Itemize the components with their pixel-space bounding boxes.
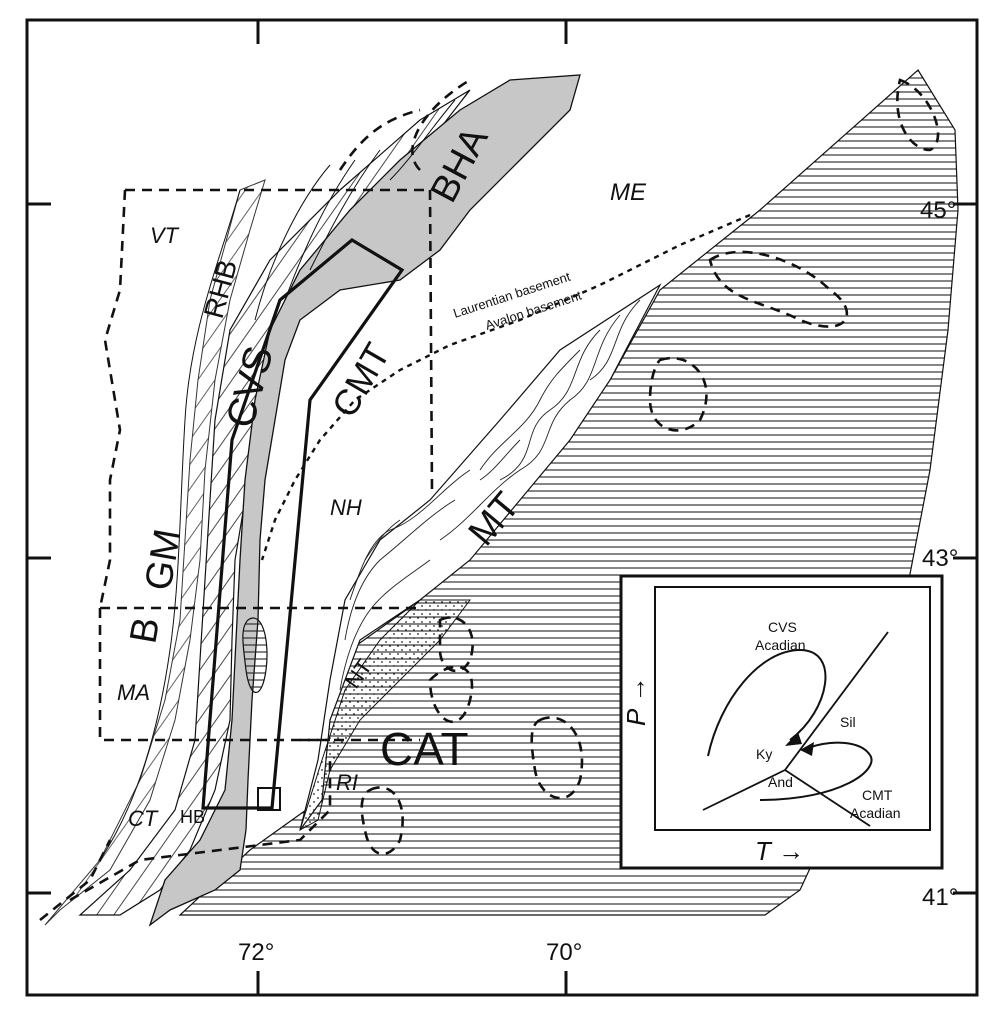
cvs-pt-path xyxy=(707,648,827,757)
small-study-box xyxy=(257,787,281,811)
inset-cvs-acadian: Acadian xyxy=(755,637,806,653)
inset-x-axis-label: T → xyxy=(755,836,804,866)
label-gm: GM xyxy=(138,526,190,594)
pluton-outlines xyxy=(360,78,940,856)
label-nh: NH xyxy=(330,495,362,520)
mt-contour-lines xyxy=(339,299,641,691)
label-b: B xyxy=(123,614,169,646)
lon-label-70: 70° xyxy=(546,939,582,966)
lat-label-45: 45° xyxy=(920,197,956,224)
label-cmt: CMT xyxy=(323,336,398,424)
label-ct: CT xyxy=(128,806,159,831)
inset-sil: Sil xyxy=(840,714,856,730)
label-me: ME xyxy=(610,179,647,206)
label-ma: MA xyxy=(117,680,150,705)
lat-label-43: 43° xyxy=(922,545,958,572)
label-vt: VT xyxy=(150,223,180,248)
inset-cvs-label: CVS xyxy=(768,619,797,635)
inset-and: And xyxy=(768,774,793,790)
cmt-arrowhead xyxy=(800,742,814,756)
nt-stippled-strip xyxy=(299,599,471,832)
cmt-pt-path xyxy=(759,741,873,801)
pt-inset: CVS Acadian Sil Ky And CMT Acadian P → T… xyxy=(619,574,944,870)
inset-y-axis-label: P → xyxy=(621,676,651,726)
cvs-arrowhead xyxy=(785,732,802,746)
frame-ticks xyxy=(27,20,977,995)
basement-boundary xyxy=(260,213,751,561)
inset-cmt-label: CMT xyxy=(862,787,893,803)
reaction-lines xyxy=(702,631,889,827)
lon-label-72: 72° xyxy=(238,939,274,966)
inset-ky: Ky xyxy=(756,746,772,762)
state-boundaries xyxy=(39,78,471,922)
map-frame xyxy=(25,18,979,997)
inset-inner-frame xyxy=(654,586,931,831)
label-cat: CAT xyxy=(380,723,469,775)
study-area-polygon xyxy=(201,238,405,810)
fault-lines xyxy=(99,99,456,861)
label-rhb: RHB xyxy=(198,256,243,321)
label-hb: HB xyxy=(180,807,205,827)
label-ri: RI xyxy=(336,770,358,795)
inset-cmt-acadian: Acadian xyxy=(850,805,901,821)
small-ruled-oval xyxy=(242,617,268,693)
bha-grey-belt xyxy=(148,74,581,927)
lat-label-41: 41° xyxy=(922,884,958,911)
